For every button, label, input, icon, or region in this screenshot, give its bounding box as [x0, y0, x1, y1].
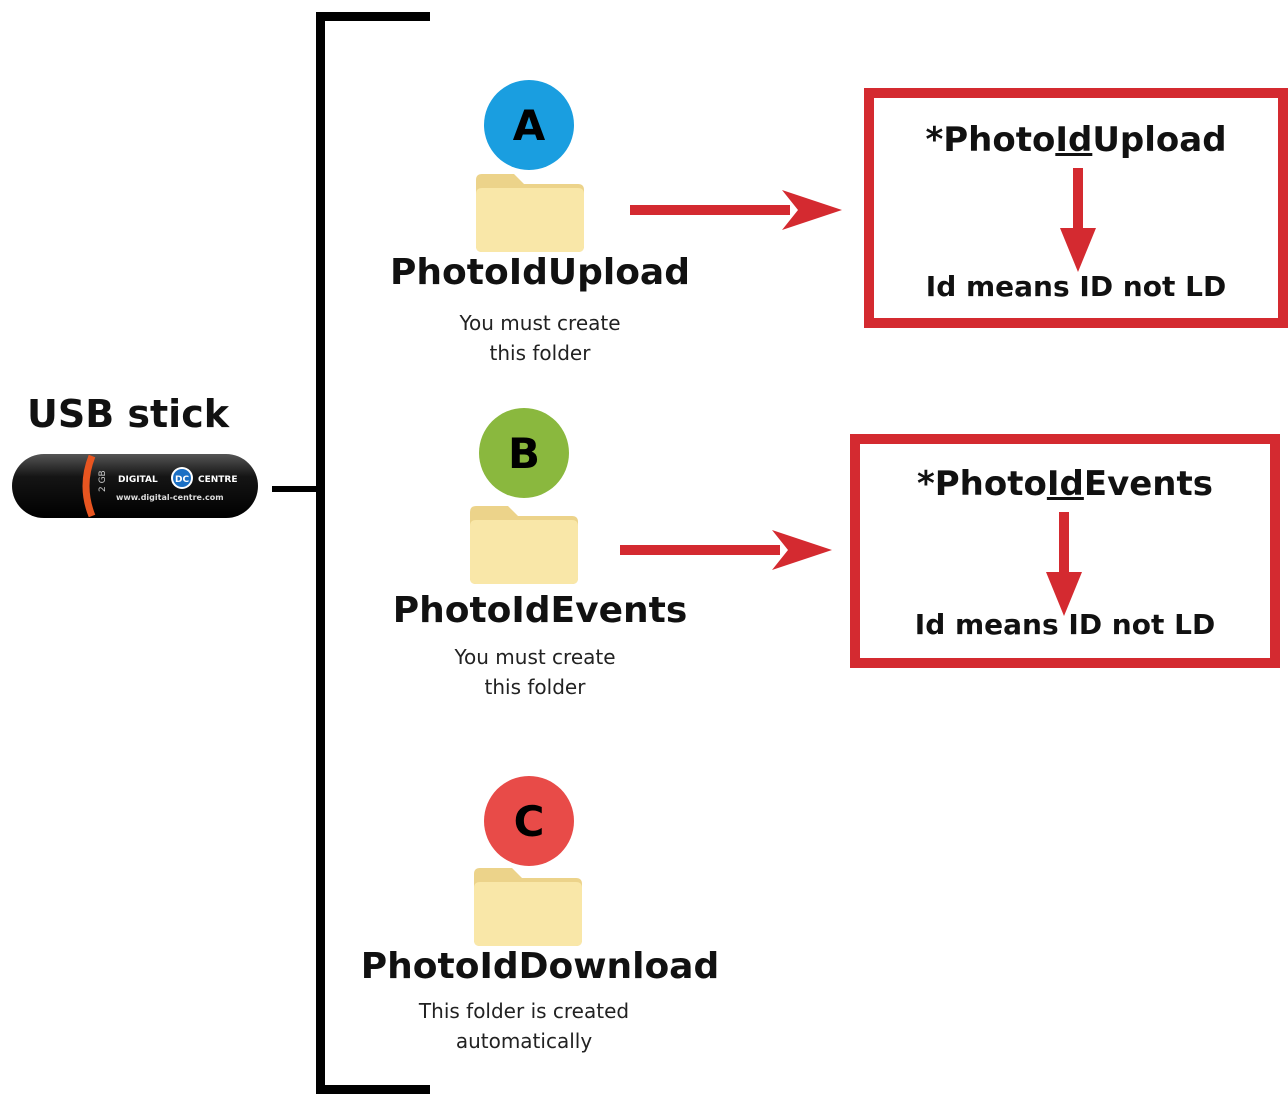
usb-stick-image: 2 GB DIGITAL DC CENTRE www.digital-centr…	[12, 454, 258, 518]
usb-size-label: 2 GB	[98, 470, 108, 492]
usb-brand-badge: DC	[175, 475, 189, 485]
folder-c-note-line2: automatically	[455, 1029, 593, 1053]
folder-c-name: PhotoIdDownload	[360, 946, 720, 987]
bracket-connector	[272, 486, 320, 492]
folder-a-note: You must create this folder	[390, 308, 690, 368]
folder-a-note-line2: this folder	[489, 341, 591, 365]
folder-a-letter: A	[512, 100, 546, 150]
folder-a-badge: A	[484, 80, 574, 170]
folder-a-icon[interactable]	[472, 168, 588, 254]
folder-c-icon[interactable]	[470, 862, 586, 948]
bracket-top	[316, 12, 430, 21]
callout-upload-underlined: Id	[1055, 120, 1093, 160]
callout-upload: *PhotoIdUpload Id means ID not LD	[864, 88, 1288, 328]
callout-upload-title: *PhotoIdUpload	[874, 120, 1278, 160]
callout-upload-prefix: *Photo	[925, 120, 1056, 160]
callout-events-prefix: *Photo	[916, 464, 1047, 504]
folder-a-name: PhotoIdUpload	[390, 252, 690, 293]
callout-events-explanation: Id means ID not LD	[914, 608, 1216, 641]
folder-c-note-line1: This folder is created	[418, 999, 630, 1023]
folder-b-note: You must create this folder	[385, 642, 685, 702]
usb-stick-title: USB stick	[26, 392, 230, 436]
callout-events-title: *PhotoIdEvents	[860, 464, 1270, 504]
folder-b-note-line2: this folder	[484, 675, 586, 699]
folder-c-note: This folder is created automatically	[374, 996, 674, 1056]
callout-events: *PhotoIdEvents Id means ID not LD	[850, 434, 1280, 668]
usb-brand-right: CENTRE	[198, 475, 238, 485]
usb-url: www.digital-centre.com	[116, 493, 224, 502]
folder-a-note-line1: You must create	[459, 311, 621, 335]
bracket-vertical	[316, 12, 325, 1094]
callout-upload-explanation: Id means ID not LD	[925, 270, 1227, 303]
callout-events-underlined: Id	[1046, 464, 1084, 504]
folder-b-note-line1: You must create	[454, 645, 616, 669]
folder-b-name: PhotoIdEvents	[392, 590, 688, 631]
callout-upload-down-arrow	[1060, 168, 1096, 272]
bracket-bottom	[316, 1085, 430, 1094]
folder-b-badge: B	[479, 408, 569, 498]
arrow-b-to-callout	[620, 530, 832, 570]
folder-b-icon[interactable]	[466, 500, 582, 586]
folder-c-letter: C	[513, 796, 545, 846]
usb-brand-left: DIGITAL	[118, 475, 158, 485]
callout-events-down-arrow	[1046, 512, 1082, 616]
arrow-a-to-callout	[630, 190, 842, 230]
callout-events-suffix: Events	[1083, 464, 1214, 504]
folder-b-letter: B	[507, 428, 540, 478]
callout-upload-suffix: Upload	[1092, 120, 1227, 160]
folder-c-badge: C	[484, 776, 574, 866]
